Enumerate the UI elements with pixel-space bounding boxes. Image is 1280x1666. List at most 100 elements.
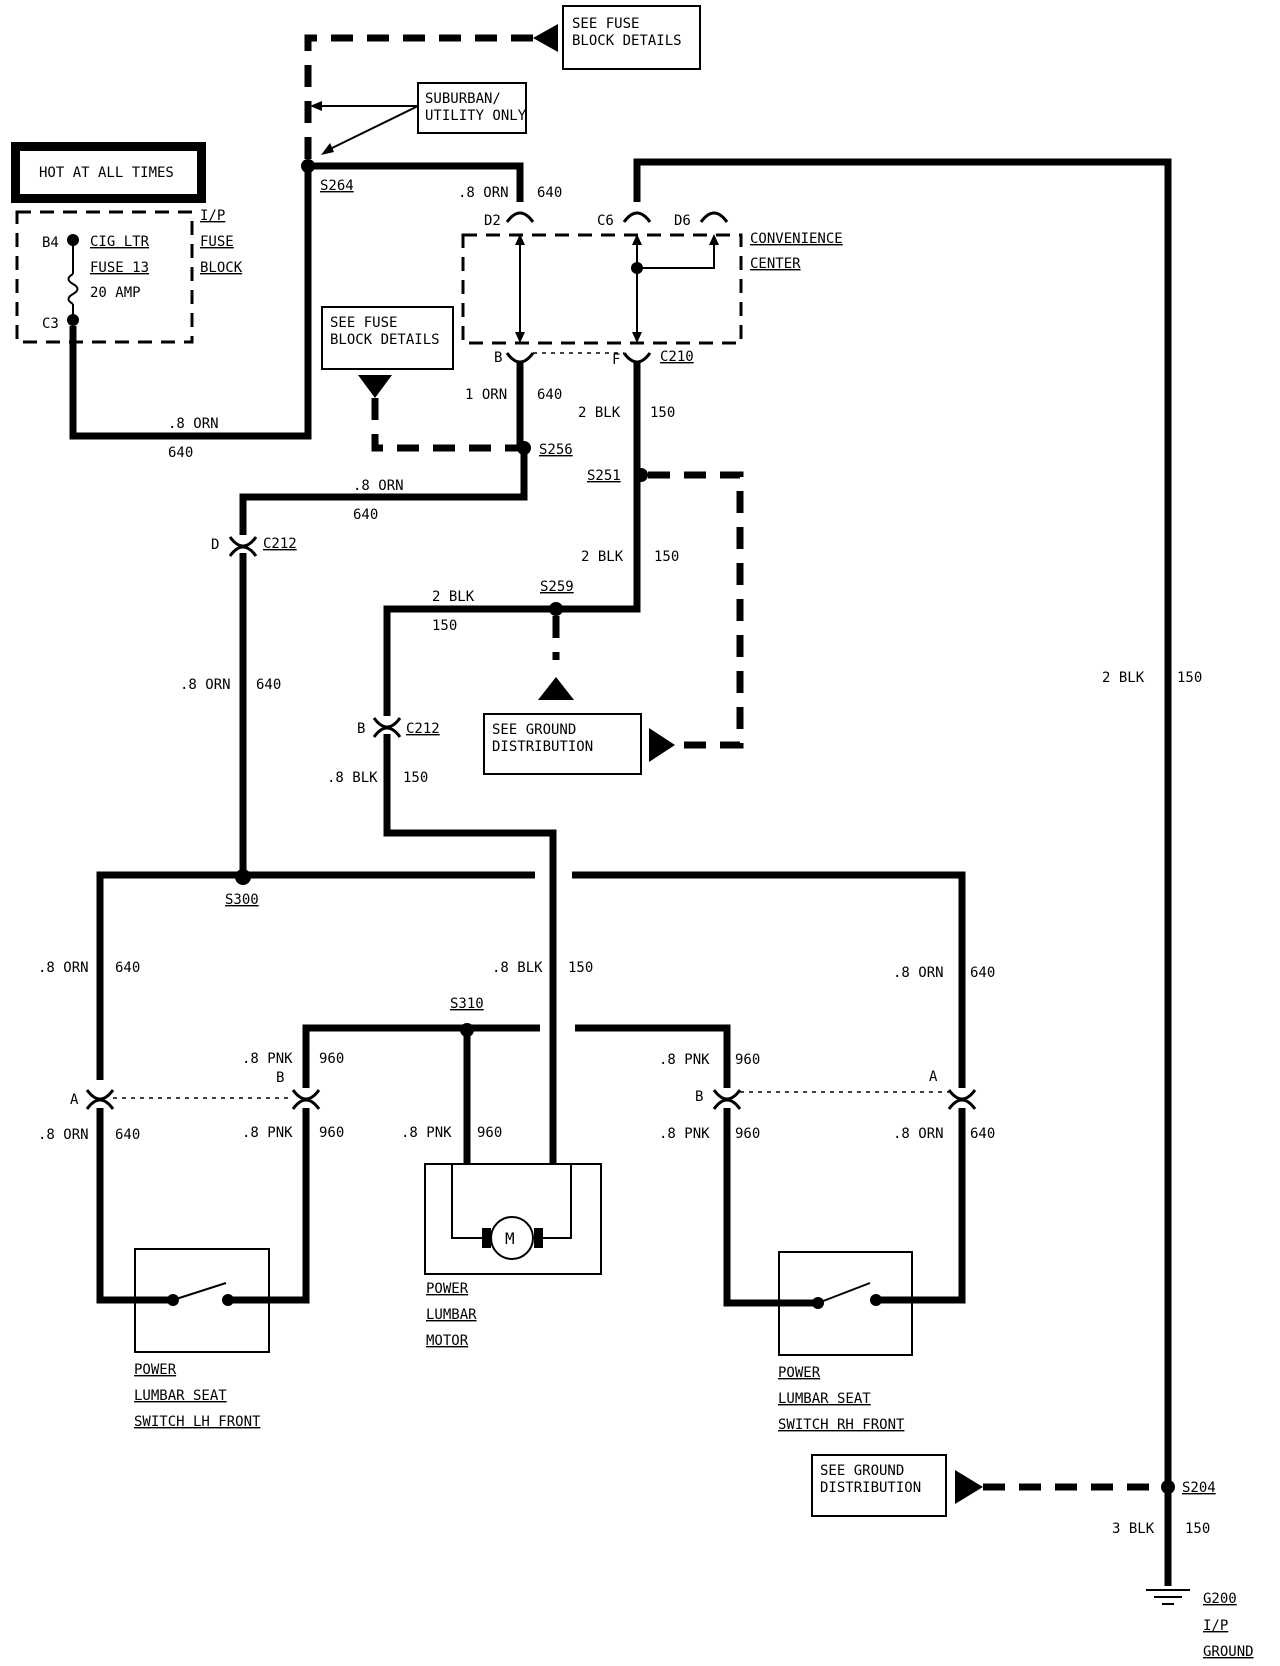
ip-ground-line1: I/P <box>1203 1618 1228 1634</box>
wire-640-label: 640 <box>115 960 140 976</box>
wire-150-label: 150 <box>1185 1521 1210 1537</box>
splice-s204-label: S204 <box>1182 1480 1216 1496</box>
see-ground-1-line2: DISTRIBUTION <box>492 739 593 755</box>
motor-line1: POWER <box>426 1281 469 1297</box>
rh-switch-line3: SWITCH RH FRONT <box>778 1417 905 1433</box>
arrow-icon <box>321 143 334 155</box>
pin-d2: D2 <box>484 213 501 229</box>
motor-icon <box>490 1216 534 1260</box>
motor-line3: MOTOR <box>426 1333 469 1349</box>
wire-orn-label: .8 ORN <box>38 960 89 976</box>
splice-s264-label: S264 <box>320 178 354 194</box>
wire-orn-label: .8 ORN <box>168 416 219 432</box>
pin-f: F <box>612 352 620 368</box>
splice-s256-label: S256 <box>539 442 573 458</box>
fuse-13-label: FUSE 13 <box>90 260 149 276</box>
wire-orn-label: .8 ORN <box>38 1127 89 1143</box>
suburban-line2: UTILITY ONLY <box>425 108 527 124</box>
wire-640-label: 640 <box>256 677 281 693</box>
wire-150-label: 150 <box>432 618 457 634</box>
wire-1orn-label: 1 ORN <box>465 387 507 403</box>
arrow-left-icon <box>649 728 675 762</box>
lh-lumbar-switch <box>134 1248 270 1353</box>
pin-a: A <box>929 1069 938 1085</box>
suburban-line1: SUBURBAN/ <box>425 91 501 107</box>
ip-label: I/P <box>200 208 225 224</box>
ground-g200-label: G200 <box>1203 1591 1237 1607</box>
arrow-left-icon <box>955 1470 983 1504</box>
wire-640-label: 640 <box>970 965 995 981</box>
pin-d6: D6 <box>674 213 691 229</box>
center-label: CENTER <box>750 256 801 272</box>
lh-switch-line3: SWITCH LH FRONT <box>134 1414 261 1430</box>
wire-pnk-label: .8 PNK <box>242 1125 293 1141</box>
see-fuse-top-line2: BLOCK DETAILS <box>572 33 682 49</box>
hot-at-all-times-box: HOT AT ALL TIMES <box>11 142 206 203</box>
ip-ground-line2: GROUND <box>1203 1644 1254 1660</box>
amp-20-label: 20 AMP <box>90 285 141 301</box>
wire-640-label: 640 <box>537 387 562 403</box>
wire-orn-label: .8 ORN <box>893 1126 944 1142</box>
wire-150-label: 150 <box>403 770 428 786</box>
hot-at-all-times-label: HOT AT ALL TIMES <box>39 165 174 181</box>
fuse-block-reference-top: SEE FUSE BLOCK DETAILS <box>533 5 701 70</box>
wire-blk-label: .8 BLK <box>492 960 543 976</box>
wire-960-label: 960 <box>319 1051 344 1067</box>
wire-2blk-label: 2 BLK <box>432 589 475 605</box>
arrow-down-icon <box>358 375 392 398</box>
see-ground-2-line2: DISTRIBUTION <box>820 1480 921 1496</box>
wire-640-label: 640 <box>353 507 378 523</box>
wire-640-label: 640 <box>168 445 193 461</box>
fuse-label: FUSE <box>200 234 234 250</box>
wire-150-label: 150 <box>650 405 675 421</box>
splice-s300 <box>235 869 251 885</box>
ground-icon <box>1146 1589 1190 1605</box>
ground-distribution-reference-1: SEE GROUND DISTRIBUTION <box>483 713 675 775</box>
splice-s259-label: S259 <box>540 579 574 595</box>
wire-pnk-label: .8 PNK <box>401 1125 452 1141</box>
connector-c210: C210 <box>660 349 694 365</box>
see-ground-2-line1: SEE GROUND <box>820 1463 904 1479</box>
pin-d: D <box>211 537 219 553</box>
wire-orn-label: .8 ORN <box>180 677 231 693</box>
pin-c3: C3 <box>42 316 59 332</box>
wire-150-label: 150 <box>654 549 679 565</box>
wire-960-label: 960 <box>477 1125 502 1141</box>
pin-c6: C6 <box>597 213 614 229</box>
wire-pnk-label: .8 PNK <box>659 1126 710 1142</box>
wire-blk-label: .8 BLK <box>327 770 378 786</box>
cig-ltr-label: CIG LTR <box>90 234 150 250</box>
rh-switch-line1: POWER <box>778 1365 821 1381</box>
splice-s310-label: S310 <box>450 996 484 1012</box>
pin-b: B <box>695 1089 703 1105</box>
rh-lumbar-switch <box>778 1251 913 1356</box>
wire-960-label: 960 <box>735 1126 760 1142</box>
see-fuse-top-line1: SEE FUSE <box>572 16 639 32</box>
pin-b4: B4 <box>42 235 59 251</box>
connector-c212: C212 <box>406 721 440 737</box>
block-label: BLOCK <box>200 260 243 276</box>
see-ground-1-line1: SEE GROUND <box>492 722 576 738</box>
wire-2blk-label: 2 BLK <box>1102 670 1145 686</box>
wire-150-label: 150 <box>1177 670 1202 686</box>
wire-pnk-label: .8 PNK <box>659 1052 710 1068</box>
pin-b: B <box>357 721 365 737</box>
lh-switch-line1: POWER <box>134 1362 177 1378</box>
power-lumbar-motor: M <box>424 1163 602 1275</box>
wire-orn-label: .8 ORN <box>893 965 944 981</box>
wire-640-label: 640 <box>970 1126 995 1142</box>
wire-640-label: 640 <box>115 1127 140 1143</box>
see-fuse-mid-line2: BLOCK DETAILS <box>330 332 440 348</box>
see-fuse-mid-line1: SEE FUSE <box>330 315 397 331</box>
rh-switch-line2: LUMBAR SEAT <box>778 1391 871 1407</box>
pin-b: B <box>494 350 502 366</box>
arrow-left-icon <box>533 24 558 52</box>
wire-150-label: 150 <box>568 960 593 976</box>
wire-2blk-label: 2 BLK <box>578 405 621 421</box>
splice-s251-label: S251 <box>587 468 621 484</box>
wire-960-label: 960 <box>319 1125 344 1141</box>
fuse-icon <box>67 273 79 305</box>
suburban-note: SUBURBAN/ UTILITY ONLY <box>310 82 527 155</box>
splice-s300-label: S300 <box>225 892 259 908</box>
